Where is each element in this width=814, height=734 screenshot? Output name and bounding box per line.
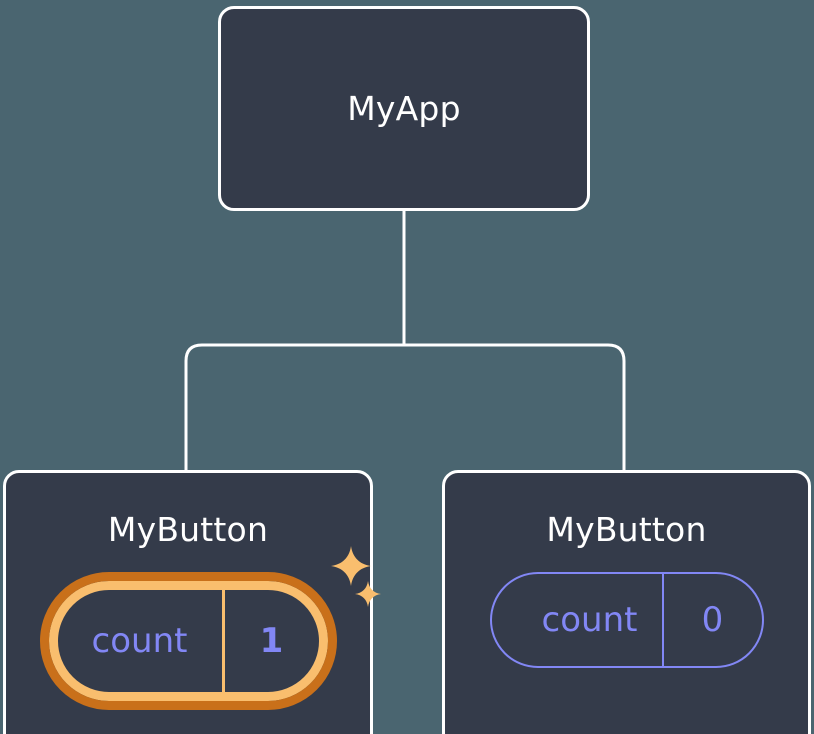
sparkle-icon bbox=[354, 581, 381, 607]
state-pill[interactable]: count 0 bbox=[489, 572, 764, 668]
state-value: 0 bbox=[661, 574, 762, 666]
state-pill-wrapper: count 0 bbox=[489, 572, 764, 668]
node-myapp[interactable]: MyApp bbox=[218, 6, 590, 211]
node-title: MyApp bbox=[347, 89, 461, 128]
state-pill-highlighted[interactable]: count 1 bbox=[39, 572, 337, 710]
node-mybutton-1[interactable]: MyButton count 0 bbox=[442, 470, 811, 734]
connector-branch-left bbox=[184, 343, 404, 470]
state-value: 1 bbox=[221, 590, 319, 692]
state-key: count bbox=[541, 600, 638, 640]
sparkle-group bbox=[329, 546, 389, 626]
state-key: count bbox=[91, 621, 188, 661]
node-title: MyButton bbox=[546, 510, 707, 549]
node-title: MyButton bbox=[107, 510, 269, 549]
connector-branch-right bbox=[404, 343, 626, 470]
sparkle-icon bbox=[330, 546, 371, 586]
node-mybutton-0[interactable]: MyButton count 1 bbox=[3, 470, 381, 734]
state-pill-wrapper: count 1 bbox=[39, 546, 381, 710]
